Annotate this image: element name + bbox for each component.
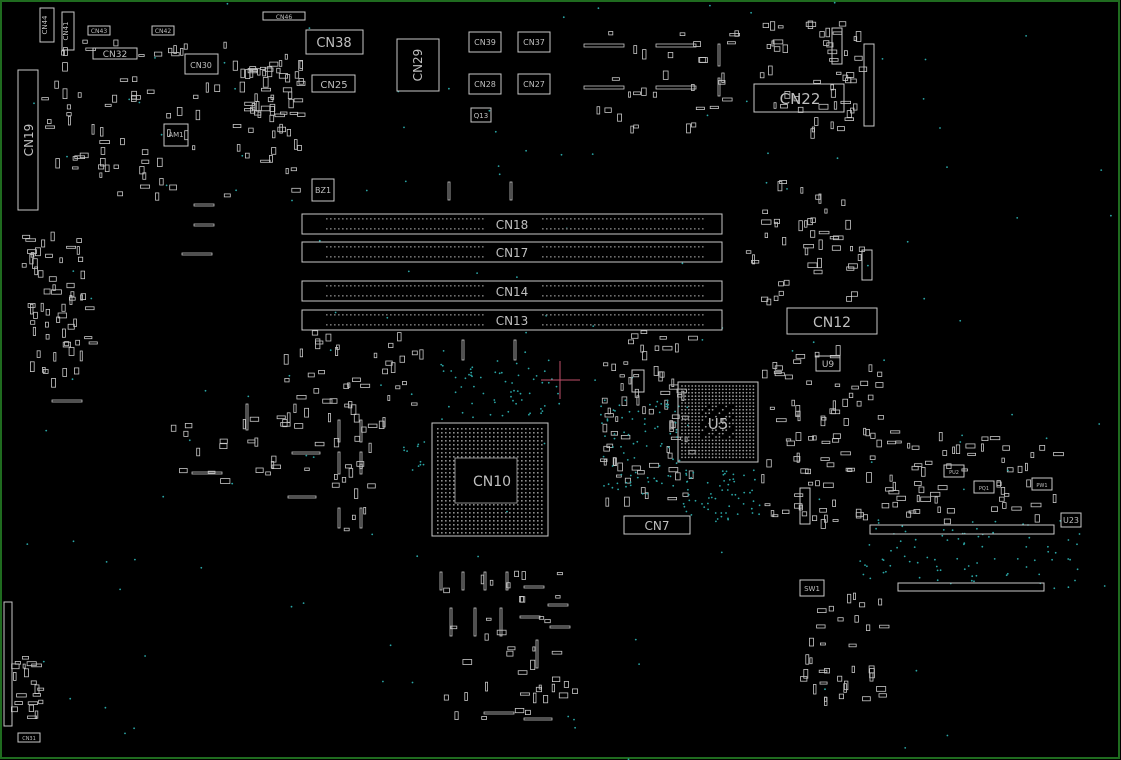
label-am1: AM1 [168,131,183,139]
cpu-socket-cn10 [431,422,549,537]
label-cn25: CN25 [320,80,347,91]
label-cn13: CN13 [496,314,529,328]
label-cn43: CN43 [91,28,107,35]
outline-cn30 [184,53,219,75]
outline-cn19 [17,69,39,211]
outline-cn44 [39,7,55,43]
chip-u5 [677,381,759,463]
slot-cn18 [301,213,723,235]
outline-cn43 [87,25,111,36]
memory-slots [301,213,723,331]
outline-q13 [470,107,492,123]
outline-cn31 [17,732,41,743]
label-u9: U9 [822,360,835,370]
outline-bz1 [311,178,335,202]
label-cn19: CN19 [22,124,36,157]
outline-cn42 [151,25,175,36]
outline-sw1 [799,579,825,597]
outline-cn-right-v [863,43,875,127]
label-cn7: CN7 [645,519,670,533]
outline-ddi-strip2 [897,582,1045,592]
label-pu2: PU2 [949,470,959,476]
label-cn41: CN41 [62,21,70,40]
label-cn18: CN18 [496,218,529,232]
slot-pins [326,218,704,326]
outline-pw1 [1031,477,1053,491]
small-components [10,20,1064,721]
cursor-crosshair [541,361,580,399]
label-cn30: CN30 [190,61,212,70]
slot-cn14 [301,280,723,302]
outline-cn32 [92,47,138,60]
outline-cn7 [623,515,691,535]
outline-u23 [1060,512,1082,528]
outline-cn-left-v [3,601,13,727]
outline-cn12 [786,307,878,335]
outline-cn46 [262,11,306,21]
outline-cn29 [396,38,440,92]
outline-cn38 [305,29,364,55]
outline-small-conn-a [799,487,811,525]
outline-cn25 [311,74,356,93]
label-cn29: CN29 [411,49,425,82]
label-cn42: CN42 [155,28,171,35]
slot-cn17 [301,241,723,263]
outline-cn39 [468,31,502,53]
label-cn38: CN38 [316,36,351,51]
label-cn44: CN44 [41,15,49,35]
label-cn22: CN22 [780,90,821,108]
outline-am1 [163,123,189,147]
label-cn14: CN14 [496,285,529,299]
label-pw1: PW1 [1036,483,1047,489]
label-pq1: PQ1 [979,486,989,492]
outline-cn28 [468,73,502,95]
outline-ddi-strip [869,524,1055,535]
outline-pq1 [973,480,995,494]
component-outlines [3,7,1082,743]
label-cn12: CN12 [813,315,851,331]
label-cn10: CN10 [473,474,511,490]
label-cn39: CN39 [474,38,496,47]
label-bz1: BZ1 [315,186,331,195]
outline-small-conn-b [861,249,873,281]
label-cn46: CN46 [276,14,292,21]
outline-pu2 [943,464,965,478]
label-u5: U5 [708,415,729,433]
label-sw1: SW1 [804,585,820,593]
slot-cn13 [301,309,723,331]
label-cn28: CN28 [474,80,496,89]
label-cn27: CN27 [523,80,545,89]
outline-cn41 [61,11,75,51]
outline-cn22 [753,83,845,113]
label-q13: Q13 [474,112,488,120]
outline-right-vconn [831,27,843,65]
label-cn17: CN17 [496,246,529,260]
outline-cn27 [517,73,551,95]
label-cn37: CN37 [523,38,545,47]
via-field [26,1,1112,760]
label-u23: U23 [1063,516,1079,525]
outline-u8 [631,369,645,393]
outline-cn37 [517,31,551,53]
label-cn32: CN32 [103,50,127,60]
outline-u9 [815,355,841,372]
component-labels: CN44 CN41 CN43 CN42 CN46 CN38 CN29 CN39 … [22,14,1079,742]
label-cn31: CN31 [22,736,36,742]
